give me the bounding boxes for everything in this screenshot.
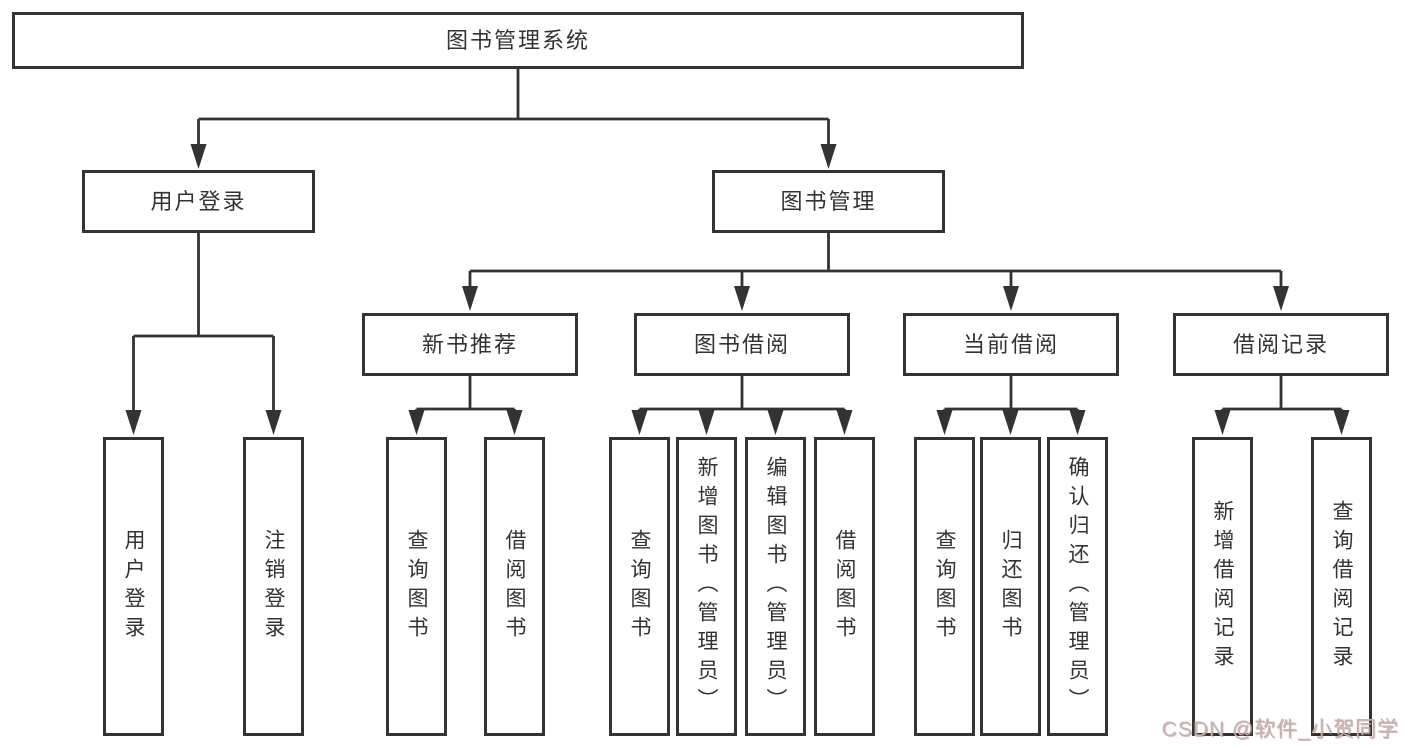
arrow-down-icon xyxy=(734,286,750,311)
leaf-recommend-query-books: 查询图书 xyxy=(386,437,447,736)
arrow-down-icon xyxy=(190,144,207,169)
arrow-down-icon xyxy=(767,410,784,435)
arrow-down-icon xyxy=(408,410,425,435)
leaf-recommend-query-books-label: 查询图书 xyxy=(405,528,428,645)
leaf-return-books: 归还图书 xyxy=(980,437,1041,736)
arrow-down-icon xyxy=(936,410,953,435)
node-user-login-label: 用户登录 xyxy=(150,188,247,214)
leaf-return-books-label: 归还图书 xyxy=(999,528,1022,645)
leaf-edit-books-admin: 编辑图书（管理员） xyxy=(745,437,806,736)
arrow-down-icon xyxy=(1069,410,1086,435)
arrow-down-icon xyxy=(1214,410,1231,435)
arrow-down-icon xyxy=(462,286,478,311)
arrow-down-icon xyxy=(1002,410,1019,435)
arrow-down-icon xyxy=(820,144,837,169)
leaf-user-login: 用户登录 xyxy=(103,437,164,736)
leaf-add-borrow-record-label: 新增借阅记录 xyxy=(1211,499,1234,674)
leaf-logout: 注销登录 xyxy=(243,437,304,736)
leaf-borrow-books-label: 借阅图书 xyxy=(833,528,856,645)
arrow-down-icon xyxy=(125,410,142,435)
leaf-query-borrow-record: 查询借阅记录 xyxy=(1311,437,1372,736)
node-new-book-recommend-label: 新书推荐 xyxy=(421,331,518,357)
node-book-management-label: 图书管理 xyxy=(780,188,877,214)
leaf-user-login-label: 用户登录 xyxy=(122,528,145,645)
leaf-borrow-books: 借阅图书 xyxy=(814,437,875,736)
leaf-confirm-return-admin-label: 确认归还（管理员） xyxy=(1066,456,1089,717)
leaf-logout-label: 注销登录 xyxy=(262,528,285,645)
node-book-borrow: 图书借阅 xyxy=(634,313,850,376)
node-borrow-records: 借阅记录 xyxy=(1173,313,1389,376)
leaf-borrow-query-books: 查询图书 xyxy=(609,437,670,736)
node-current-borrow: 当前借阅 xyxy=(903,313,1119,376)
arrow-down-icon xyxy=(698,410,715,435)
arrow-down-icon xyxy=(1273,286,1289,311)
node-book-management: 图书管理 xyxy=(712,170,945,233)
connector-strokes xyxy=(132,69,1343,420)
arrow-down-icon xyxy=(265,410,282,435)
leaf-edit-books-admin-label: 编辑图书（管理员） xyxy=(764,456,787,717)
node-borrow-records-label: 借阅记录 xyxy=(1232,331,1329,357)
node-new-book-recommend: 新书推荐 xyxy=(362,313,578,376)
node-user-login: 用户登录 xyxy=(82,170,315,233)
arrow-down-icon xyxy=(1003,286,1019,311)
node-current-borrow-label: 当前借阅 xyxy=(962,331,1059,357)
node-root-label: 图书管理系统 xyxy=(445,27,590,53)
leaf-borrow-query-books-label: 查询图书 xyxy=(628,528,651,645)
arrow-down-icon xyxy=(506,410,523,435)
arrow-down-icon xyxy=(1333,410,1350,435)
leaf-query-borrow-record-label: 查询借阅记录 xyxy=(1330,499,1353,674)
arrow-down-icon xyxy=(836,410,853,435)
arrowheads xyxy=(125,144,1350,435)
node-root: 图书管理系统 xyxy=(12,12,1024,69)
csdn-watermark: CSDN @软件_小贺同学 xyxy=(1161,718,1399,741)
arrow-down-icon xyxy=(631,410,648,435)
leaf-add-books-admin: 新增图书（管理员） xyxy=(676,437,737,736)
leaf-current-query-books: 查询图书 xyxy=(914,437,975,736)
leaf-add-books-admin-label: 新增图书（管理员） xyxy=(695,456,718,717)
leaf-confirm-return-admin: 确认归还（管理员） xyxy=(1047,437,1108,736)
leaf-current-query-books-label: 查询图书 xyxy=(933,528,956,645)
leaf-recommend-borrow-books-label: 借阅图书 xyxy=(503,528,526,645)
node-book-borrow-label: 图书借阅 xyxy=(693,331,790,357)
leaf-add-borrow-record: 新增借阅记录 xyxy=(1192,437,1253,736)
leaf-recommend-borrow-books: 借阅图书 xyxy=(484,437,545,736)
